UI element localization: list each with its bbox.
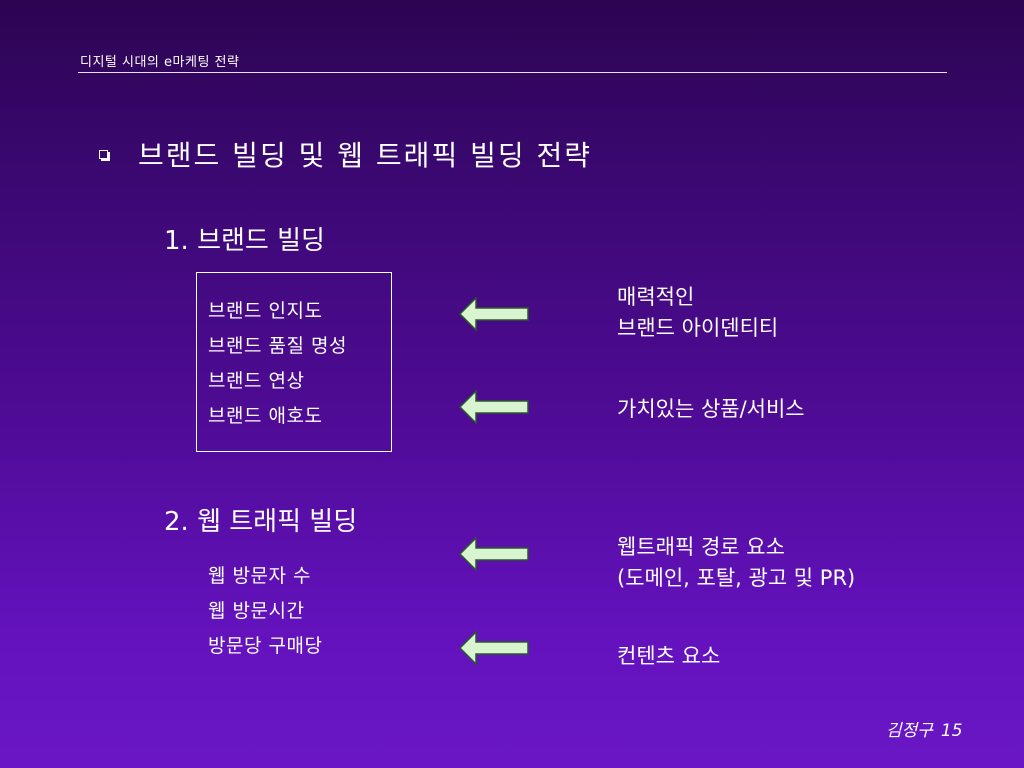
note-line: 컨텐츠 요소 bbox=[617, 644, 721, 668]
brand-item: 브랜드 인지도 bbox=[208, 300, 323, 322]
value-product-note: 가치있는 상품/서비스 bbox=[617, 394, 805, 425]
traffic-item: 방문당 구매당 bbox=[208, 635, 323, 657]
left-arrow-icon bbox=[459, 297, 529, 331]
content-element-note: 컨텐츠 요소 bbox=[617, 641, 720, 672]
header-divider bbox=[78, 72, 947, 73]
brand-items-box bbox=[196, 272, 392, 452]
traffic-item: 웹 방문자 수 bbox=[208, 565, 311, 587]
footer: 김정구 15 bbox=[886, 716, 963, 741]
brand-item: 브랜드 애호도 bbox=[208, 405, 323, 427]
section-heading-brand-building: 1. 브랜드 빌딩 bbox=[164, 226, 325, 256]
traffic-path-note: 웹트래픽 경로 요소 (도메인, 포탈, 광고 및 PR) bbox=[617, 532, 855, 594]
note-line: 가치있는 상품/서비스 bbox=[617, 397, 805, 421]
footer-author: 김정구 bbox=[886, 721, 933, 741]
left-arrow-icon bbox=[459, 631, 529, 665]
page-number: 15 bbox=[940, 721, 963, 741]
left-arrow-icon bbox=[459, 537, 529, 571]
header-title: 디지털 시대의 e마케팅 전략 bbox=[80, 55, 240, 70]
brand-item: 브랜드 연상 bbox=[208, 370, 305, 392]
note-line: 브랜드 아이덴티티 bbox=[617, 316, 779, 340]
slide-title: 브랜드 빌딩 및 웹 트래픽 빌딩 전략 bbox=[138, 139, 593, 172]
brand-identity-note: 매력적인 브랜드 아이덴티티 bbox=[617, 282, 778, 344]
square-bullet-icon bbox=[99, 150, 108, 159]
note-line: 매력적인 bbox=[617, 285, 695, 309]
section-heading-web-traffic-building: 2. 웹 트래픽 빌딩 bbox=[164, 507, 358, 537]
note-line: (도메인, 포탈, 광고 및 PR) bbox=[617, 566, 856, 590]
traffic-item: 웹 방문시간 bbox=[208, 600, 305, 622]
note-line: 웹트래픽 경로 요소 bbox=[617, 535, 785, 559]
left-arrow-icon bbox=[459, 390, 529, 424]
brand-item: 브랜드 품질 명성 bbox=[208, 335, 347, 357]
